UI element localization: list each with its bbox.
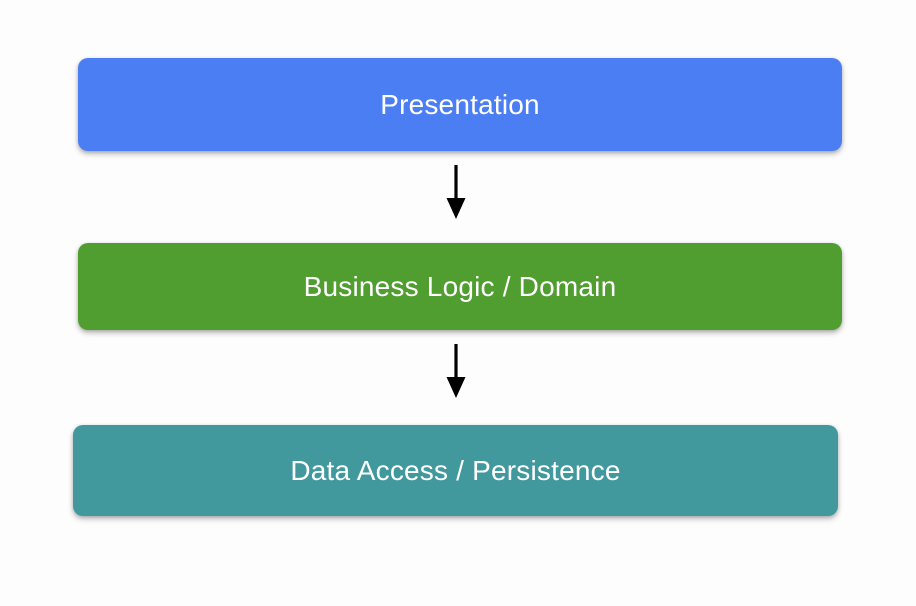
down-arrow-icon-business-to-data	[446, 344, 466, 398]
layer-label-data-access: Data Access / Persistence	[290, 454, 621, 486]
layer-box-presentation[interactable]: Presentation	[78, 58, 842, 151]
arrow-head	[446, 377, 466, 398]
down-arrow-icon-presentation-to-business	[446, 165, 466, 219]
layer-label-presentation: Presentation	[380, 88, 540, 120]
layer-label-business-logic: Business Logic / Domain	[303, 270, 617, 302]
layer-box-data-access[interactable]: Data Access / Persistence	[73, 425, 838, 516]
arrow-head	[446, 198, 466, 219]
layer-box-business-logic[interactable]: Business Logic / Domain	[78, 243, 842, 330]
